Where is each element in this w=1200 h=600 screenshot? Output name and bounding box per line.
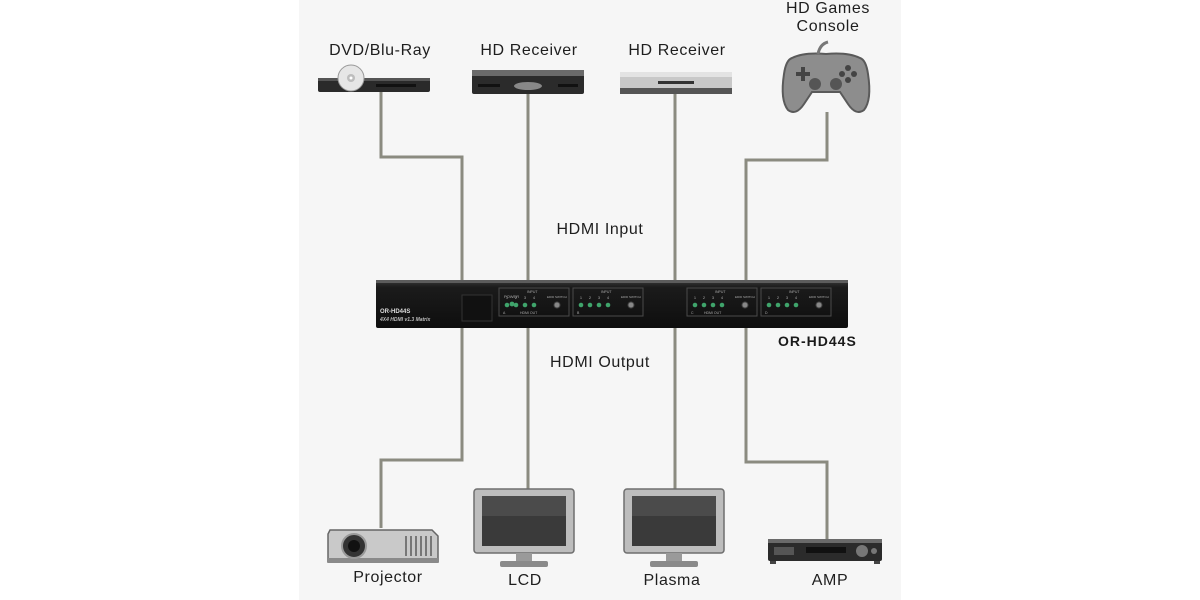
zone-edid-label: EDID SWITCH	[809, 295, 829, 299]
zone-edid-label: EDID SWITCH	[621, 295, 641, 299]
power-led	[509, 301, 515, 307]
label-hdmi-output: HDMI Output	[550, 354, 650, 371]
zone-input-label: INPUT	[789, 290, 800, 294]
input-number-label: 3	[598, 296, 600, 300]
label-console-line1: HD Games	[786, 0, 870, 17]
input-led	[701, 302, 707, 308]
output-letter: D	[765, 311, 768, 315]
output-zone-b	[572, 287, 644, 317]
matrix-model-caption: OR-HD44S	[778, 333, 857, 349]
input-led	[605, 302, 611, 308]
label-projector: Projector	[353, 569, 423, 586]
input-led	[513, 302, 519, 308]
output-letter: C	[691, 311, 694, 315]
edid-switch-button[interactable]	[627, 301, 635, 309]
lcd-tv-icon	[473, 488, 575, 567]
matrix-front-desc: 4X4 HDMI v1.3 Matrix	[380, 317, 431, 323]
input-number-label: 4	[795, 296, 797, 300]
edid-switch-button[interactable]	[815, 301, 823, 309]
label-console: HD Games Console	[758, 0, 898, 36]
matrix-power-label: POWER	[504, 294, 520, 299]
input-led	[766, 302, 772, 308]
amplifier-icon	[768, 539, 882, 564]
input-led	[719, 302, 725, 308]
cable-dvd	[379, 90, 464, 282]
label-console-line2: Console	[796, 18, 860, 35]
input-number-label: 4	[533, 296, 535, 300]
input-number-label: 4	[607, 296, 609, 300]
input-led	[504, 302, 510, 308]
cable-projector	[379, 325, 464, 528]
input-led	[692, 302, 698, 308]
zone-input-label: INPUT	[527, 290, 538, 294]
cable-amp	[744, 325, 829, 540]
dvd-player-icon	[318, 64, 430, 92]
input-led	[784, 302, 790, 308]
matrix-chassis: INPUT EDID SWITCH 1 2 3 4A INPUT EDID SWITCH 1 2 3…	[376, 280, 848, 328]
cable-console	[744, 112, 829, 282]
input-led	[596, 302, 602, 308]
label-lcd: LCD	[508, 572, 542, 589]
label-amp: AMP	[811, 572, 849, 589]
input-led	[578, 302, 584, 308]
input-led	[522, 302, 528, 308]
label-receiver-2: HD Receiver	[628, 42, 726, 59]
output-zone-a	[498, 287, 570, 317]
receiver-1-icon	[472, 70, 584, 94]
receiver-2-icon	[620, 72, 732, 94]
output-letter: A	[503, 311, 506, 315]
input-number-label: 2	[589, 296, 591, 300]
input-led	[531, 302, 537, 308]
game-controller-icon	[781, 40, 871, 113]
input-number-label: 3	[786, 296, 788, 300]
input-led	[587, 302, 593, 308]
zone-input-label: INPUT	[601, 290, 612, 294]
zone-edid-label: EDID SWITCH	[735, 295, 755, 299]
matrix-front-model: OR-HD44S	[380, 309, 411, 315]
edid-switch-button[interactable]	[741, 301, 749, 309]
input-led	[793, 302, 799, 308]
projector-icon	[327, 529, 439, 563]
output-zone-c	[686, 287, 758, 317]
input-number-label: 4	[721, 296, 723, 300]
input-number-label: 1	[694, 296, 696, 300]
zone-input-label: INPUT	[715, 290, 726, 294]
label-dvd: DVD/Blu-Ray	[329, 42, 431, 59]
input-number-label: 2	[703, 296, 705, 300]
input-number-label: 1	[580, 296, 582, 300]
input-number-label: 1	[506, 296, 508, 300]
output-zone-d	[760, 287, 832, 317]
input-led	[710, 302, 716, 308]
input-number-label: 3	[712, 296, 714, 300]
plasma-tv-icon	[623, 488, 725, 567]
input-number-label: 1	[768, 296, 770, 300]
zone-edid-label: EDID SWITCH	[547, 295, 567, 299]
hdmi-out-label: HDMI OUT	[704, 311, 722, 315]
label-plasma: Plasma	[643, 572, 701, 589]
input-led	[775, 302, 781, 308]
input-number-label: 2	[777, 296, 779, 300]
input-number-label: 3	[524, 296, 526, 300]
edid-switch-button[interactable]	[553, 301, 561, 309]
label-receiver-1: HD Receiver	[480, 42, 578, 59]
label-hdmi-input: HDMI Input	[556, 221, 644, 238]
output-letter: B	[577, 311, 580, 315]
hdmi-out-label: HDMI OUT	[520, 311, 538, 315]
input-number-label: 2	[515, 296, 517, 300]
